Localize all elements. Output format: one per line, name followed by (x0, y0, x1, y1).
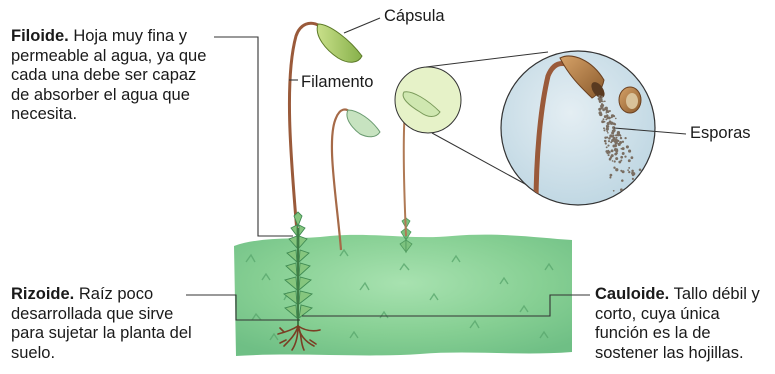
spore (605, 142, 607, 144)
leader-filoide (214, 37, 293, 236)
spore (602, 101, 604, 103)
spore (615, 168, 618, 171)
spore (622, 152, 625, 155)
spore (612, 136, 614, 138)
spore (598, 95, 600, 97)
spore (611, 122, 613, 124)
spore (601, 120, 604, 123)
spore (606, 130, 608, 132)
spore (628, 167, 630, 169)
filamento-middle (332, 110, 350, 250)
spore (620, 135, 622, 137)
spore (599, 99, 602, 102)
spore (620, 188, 623, 191)
spore (610, 141, 612, 143)
spore (616, 157, 618, 159)
spore (614, 140, 616, 142)
spore (603, 127, 605, 129)
filoide-description: Filoide. Hoja muy fina y permeable al ag… (11, 27, 211, 125)
spore (616, 137, 618, 139)
spore (608, 137, 611, 140)
spore (606, 127, 609, 130)
operculum-lid (619, 87, 641, 113)
filoide-term: Filoide. (11, 27, 69, 45)
spore (608, 154, 610, 156)
spore (601, 96, 603, 98)
spore (616, 148, 618, 150)
spore (614, 144, 616, 146)
spore (603, 118, 605, 120)
spore (626, 145, 629, 148)
spore (607, 145, 609, 147)
spore (606, 146, 608, 148)
spore (609, 176, 611, 178)
spore (608, 140, 610, 142)
spore (622, 170, 625, 173)
spore (613, 167, 615, 169)
capsula-label: Cápsula (384, 7, 445, 26)
moss-ground (234, 235, 572, 356)
spore (605, 107, 608, 110)
spore (617, 133, 620, 136)
cauloide-description: Cauloide. Tallo débil y corto, cuya únic… (595, 285, 775, 363)
leader-capsula (344, 18, 380, 33)
spore (604, 140, 607, 143)
spore (606, 136, 608, 138)
capsule-middle (347, 110, 380, 137)
spore (614, 160, 616, 162)
spore (599, 111, 602, 114)
spore (639, 168, 642, 171)
filamento-main (289, 23, 320, 232)
spore (613, 190, 615, 192)
spore (605, 150, 608, 153)
spore (632, 178, 634, 180)
spore (620, 160, 622, 162)
spore (624, 155, 626, 157)
spore (622, 147, 625, 150)
capsule-main (317, 24, 362, 62)
spore (607, 110, 610, 113)
spore (615, 152, 618, 155)
spore (620, 156, 623, 159)
spore (611, 149, 614, 152)
filamento-label: Filamento (301, 73, 373, 92)
spore (609, 120, 612, 123)
spore (611, 154, 614, 157)
spore (604, 100, 606, 102)
spore (630, 184, 633, 187)
spore (628, 159, 631, 162)
cauloide-term: Cauloide. (595, 285, 669, 303)
rizoide-term: Rizoide. (11, 285, 74, 303)
spore (628, 171, 630, 173)
spore (600, 105, 603, 108)
spore (609, 158, 612, 161)
esporas-label: Esporas (690, 124, 751, 143)
spore (603, 129, 605, 131)
spore (646, 178, 648, 180)
spore (632, 173, 635, 176)
spore (615, 118, 617, 120)
spore (606, 114, 608, 116)
spore (619, 141, 622, 144)
spore (639, 183, 642, 186)
spore (639, 191, 641, 193)
spore (631, 156, 634, 159)
spore (621, 179, 624, 182)
spore (613, 129, 616, 132)
spore (629, 150, 631, 152)
spore (610, 174, 613, 177)
spore (611, 132, 614, 135)
spore (620, 137, 622, 139)
rizoide-description: Rizoide. Raíz poco desarrollada que sirv… (11, 285, 201, 363)
zoom-line-top (426, 52, 548, 67)
spore (643, 176, 645, 178)
spore (611, 114, 613, 116)
spore (624, 137, 626, 139)
spore (627, 169, 629, 171)
spore (606, 125, 608, 127)
spore (607, 132, 609, 134)
spore (612, 160, 614, 162)
